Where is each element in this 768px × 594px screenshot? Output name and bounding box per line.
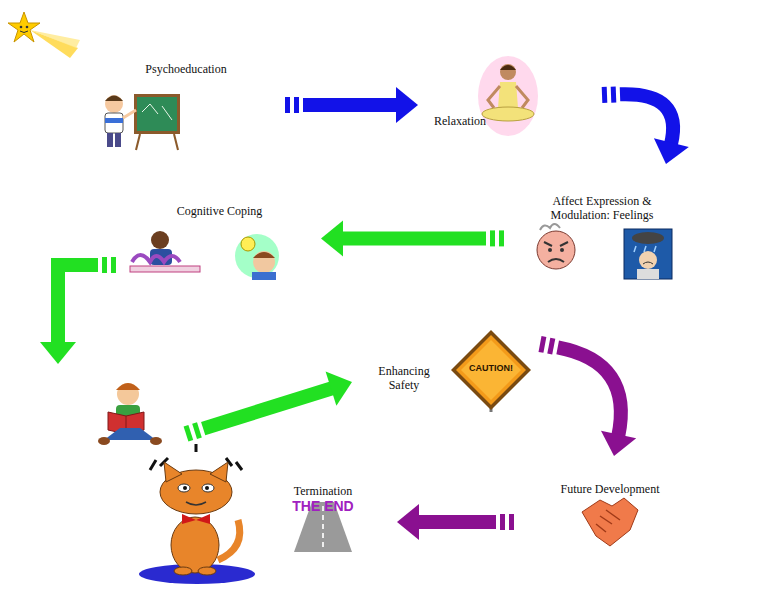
flow-arrow: [539, 336, 637, 456]
arrow-shaft: [558, 347, 621, 436]
scroll-shade: [96, 54, 99, 162]
step-title: Affect Expression & Modulation: Feelings: [524, 194, 680, 223]
scroll-box: [18, 368, 178, 472]
flow-arrow: [602, 87, 689, 165]
scroll-shade: [511, 182, 514, 288]
caution-sign: [451, 330, 531, 412]
scroll-box: Psychoeducation: [95, 40, 277, 170]
scroll-shade: [254, 476, 257, 558]
arrow-head: [321, 220, 343, 256]
arrow-head: [40, 342, 76, 364]
tail-bar: [500, 514, 505, 530]
arrow-shaft: [620, 94, 673, 144]
tail-bar: [294, 97, 299, 113]
scroll-outline: [510, 168, 692, 296]
scroll-shade: [423, 44, 426, 152]
arrow-head: [396, 87, 418, 123]
step-title: Future Development: [522, 482, 698, 496]
arrow-head: [654, 138, 689, 164]
scroll-outline: [95, 40, 277, 170]
arrow-head: [601, 431, 636, 456]
cat-figure: [139, 444, 255, 584]
step-title: Relaxation: [426, 114, 494, 128]
coping-icons: [130, 231, 279, 280]
step-title: Enhancing Safety: [366, 364, 442, 393]
arrow-shaft: [341, 231, 486, 245]
scroll-box: TerminationTHE END: [253, 462, 393, 566]
scroll-shape: [511, 173, 691, 291]
tail-bar: [111, 257, 116, 273]
arrow-shaft: [58, 265, 98, 344]
shooting-star: [8, 12, 80, 58]
scroll-box: Enhancing Safety CAUTION!: [358, 322, 534, 440]
scroll-shade: [19, 382, 22, 464]
tail-bar: [490, 230, 495, 246]
scroll-shape: [19, 373, 177, 467]
icon-text: CAUTION!: [456, 363, 526, 374]
scroll-box: Future Development: [522, 460, 698, 576]
scroll-shape: [359, 327, 533, 435]
scroll-shape: [96, 45, 276, 165]
scroll-box: Affect Expression & Modulation: Feelings: [510, 168, 692, 296]
tail-bar: [285, 97, 290, 113]
scroll-shade: [123, 204, 126, 300]
step-title: Termination: [253, 484, 393, 498]
scroll-shape: [423, 35, 583, 155]
step-title: Psychoeducation: [95, 62, 277, 76]
scroll-shade: [523, 474, 526, 568]
scroll-shape: [523, 465, 697, 571]
feelings-icons: [537, 224, 672, 279]
arrow-shaft: [417, 515, 496, 529]
reading-boy-icon: [98, 383, 162, 445]
flow-arrow: [321, 220, 504, 256]
handshake-icon: [582, 498, 638, 546]
meditation-icon: [478, 56, 538, 136]
tail-bar: [611, 87, 617, 103]
flow-arrow: [397, 504, 514, 540]
teacher-chalkboard-icon: [105, 94, 180, 150]
flow-arrow: [40, 257, 116, 364]
tail-bar: [102, 257, 107, 273]
arrow-head: [326, 371, 352, 405]
scroll-shade: [359, 336, 362, 432]
arrow-head: [397, 504, 419, 540]
tail-bar: [602, 87, 608, 103]
scroll-shape: [123, 195, 316, 303]
step-title: Cognitive Coping: [122, 204, 317, 218]
flow-arrow: [184, 371, 352, 441]
tail-bar: [547, 338, 555, 355]
scroll-box: Cognitive Coping: [122, 190, 317, 308]
tail-bar: [499, 230, 504, 246]
icon-text: THE END: [279, 498, 367, 515]
arrow-shaft: [303, 98, 398, 112]
scroll-outline: [422, 30, 584, 160]
scroll-outline: [522, 460, 698, 576]
tail-bar: [509, 514, 514, 530]
scroll-outline: [18, 368, 178, 472]
arrow-shaft: [203, 388, 333, 429]
scroll-box: Relaxation: [422, 30, 584, 160]
tail-bar: [192, 422, 202, 439]
scroll-outline: [358, 322, 534, 440]
scroll-shape: [254, 467, 392, 561]
tail-bar: [184, 425, 194, 442]
tail-bar: [539, 336, 547, 353]
flow-arrow: [285, 87, 418, 123]
